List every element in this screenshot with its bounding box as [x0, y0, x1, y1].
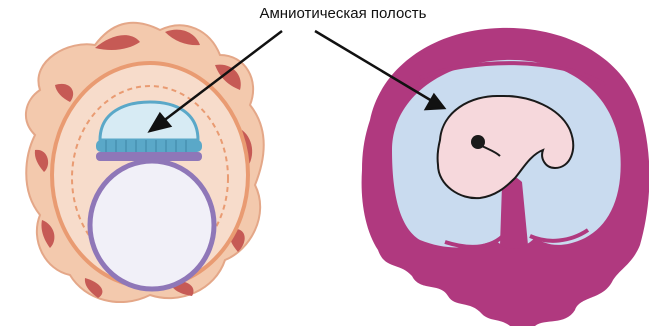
early-embryo-icon	[26, 23, 264, 302]
fetus-in-amnion-icon	[362, 28, 649, 326]
amniotic-cavity-label: Амниотическая полость	[228, 5, 458, 22]
yolk-sac	[90, 161, 214, 289]
